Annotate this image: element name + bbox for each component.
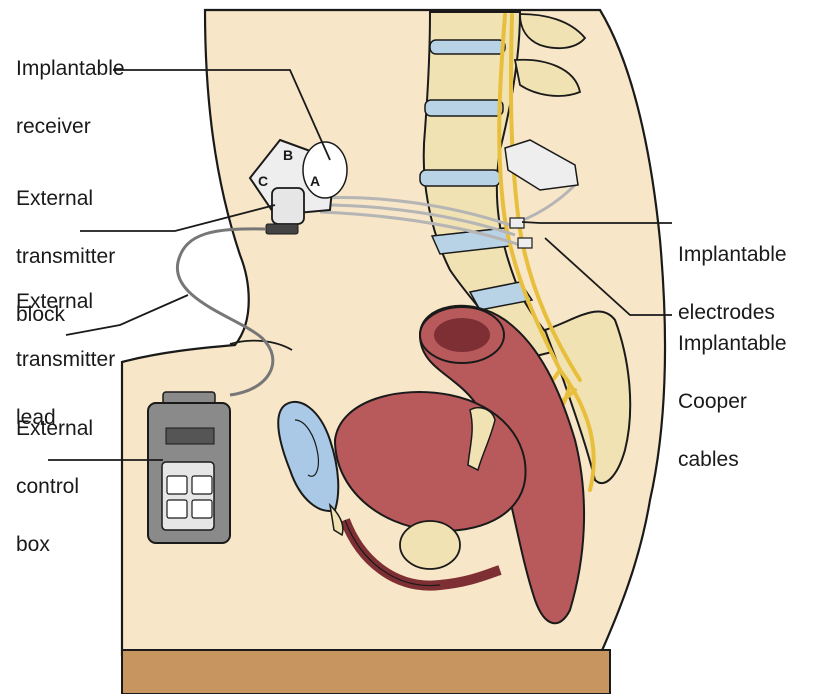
label-external-transmitter-block: External transmitter block — [16, 155, 115, 358]
leader-receiver — [113, 69, 331, 161]
label-line: cables — [678, 448, 739, 471]
label-line: External — [16, 187, 94, 210]
label-line: External — [16, 417, 94, 440]
label-implantable-electrodes: Implantable electrodes — [678, 211, 787, 356]
bladder — [333, 391, 527, 532]
pubic-bone — [277, 400, 344, 537]
receiver-letter-b: B — [283, 147, 293, 163]
label-line: electrodes — [678, 301, 775, 324]
transmitter-plug — [265, 223, 299, 235]
label-external-transmitter-lead: External transmitter lead — [16, 258, 115, 461]
waist-fold — [229, 339, 293, 351]
external-control-box — [147, 391, 231, 544]
receiver-letter-c: C — [258, 173, 268, 189]
prostate — [399, 520, 461, 570]
leader-lines — [48, 69, 672, 461]
label-line: box — [16, 533, 50, 556]
label-line: Implantable — [678, 243, 787, 266]
label-line: receiver — [16, 115, 91, 138]
leader-transmitter-block — [80, 204, 276, 232]
label-line: External — [16, 290, 94, 313]
label-line: block — [16, 303, 66, 326]
label-line: Implantable — [16, 57, 125, 80]
label-implantable-cooper-cables: Implantable Cooper cables — [678, 300, 787, 503]
label-external-control-box: External control box — [16, 385, 93, 588]
electrode-connectors — [504, 139, 579, 249]
label-line: Cooper — [678, 390, 747, 413]
base-platform — [121, 649, 611, 694]
label-line: Implantable — [678, 332, 787, 355]
transmitter-lead-cable — [176, 227, 275, 397]
leader-transmitter-lead — [65, 294, 189, 336]
label-line: control — [16, 475, 80, 498]
receiver-letter-a: A — [310, 173, 320, 189]
label-implantable-receiver: Implantable receiver — [16, 25, 125, 170]
implantable-receiver: A B C — [248, 138, 348, 225]
label-line: lead — [16, 406, 56, 429]
leader-electrodes — [521, 221, 672, 224]
label-line: transmitter — [16, 245, 116, 268]
leader-cooper-cables — [544, 237, 672, 316]
label-line: transmitter — [16, 348, 116, 371]
